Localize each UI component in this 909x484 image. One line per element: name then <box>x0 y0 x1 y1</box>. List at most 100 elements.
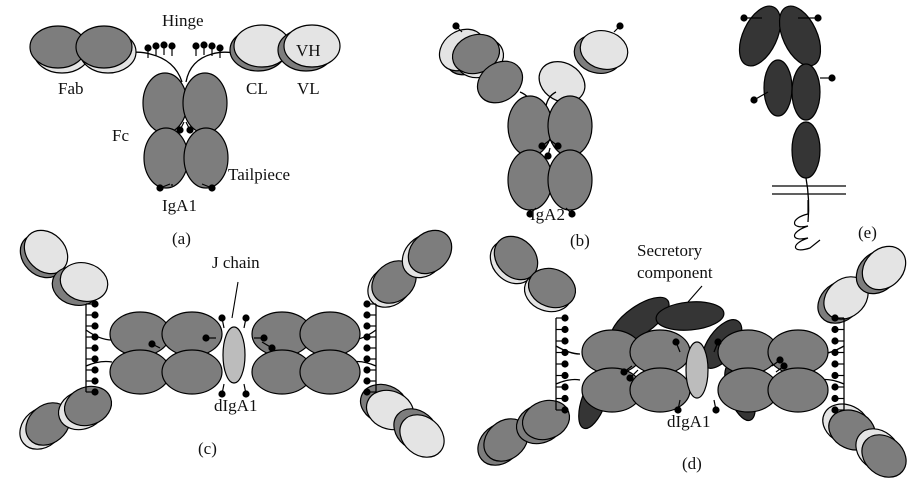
d-hinge-right-glycan <box>831 314 839 322</box>
label-cl: CL <box>246 79 268 98</box>
b-fab-glycan <box>452 22 460 30</box>
e-glycan <box>750 96 758 104</box>
a-fc-domain <box>142 72 188 134</box>
b-fc-glycan <box>538 142 546 150</box>
d-tail-glycan <box>780 362 788 370</box>
c-tail-glycan <box>218 314 226 322</box>
a-fab-right-light-domain <box>283 24 341 68</box>
a-hinge-glycan <box>208 42 216 50</box>
d-fc-domain <box>629 367 691 413</box>
d-hinge-right-glycan <box>831 360 839 368</box>
c-hinge-right-glycan <box>363 300 371 308</box>
d-hinge-right-glycan <box>831 371 839 380</box>
a-fab-left-heavy-domain <box>75 25 133 69</box>
d-tail-glycan <box>776 356 784 364</box>
e-d1-domain <box>738 5 782 67</box>
c-tail-glycan <box>148 340 156 348</box>
label-fc: Fc <box>112 126 129 145</box>
d-hinge-left-glycan <box>561 360 569 368</box>
d-fc-domain <box>767 367 829 413</box>
d-hinge-left-glycan <box>561 325 569 334</box>
c-j-chain <box>222 326 246 384</box>
label-fab: Fab <box>58 79 84 98</box>
d-hinge-left-glycan <box>561 314 569 322</box>
c-tail-glycan <box>202 334 210 342</box>
e-glycan <box>828 74 836 82</box>
label-j-chain: J chain <box>212 253 260 272</box>
d-fab-tl-heavy-domain <box>527 267 577 309</box>
d-secretory-leader <box>687 285 703 303</box>
b-fab-right-light-domain <box>579 30 629 70</box>
c-hinge-left-glycan <box>91 377 99 385</box>
a-hinge-glycan <box>144 44 152 52</box>
label-secretory: Secretory <box>637 241 703 260</box>
b-fc-glycan <box>544 152 552 160</box>
d-hinge-right-glycan <box>831 383 839 391</box>
d-hinge-right-glycan <box>831 394 839 403</box>
d-tail-glycan <box>672 338 680 346</box>
c-fab-bl-heavy-domain <box>63 385 113 427</box>
b-tailpiece-glycan <box>526 210 534 218</box>
d-secretory-domain <box>655 301 725 331</box>
c-fab-br-light-domain <box>399 414 445 458</box>
panel-label-d: (d) <box>682 454 702 473</box>
a-hinge-glycan <box>152 42 160 50</box>
c-hinge-right-glycan <box>363 366 371 374</box>
a-hinge-glycan <box>200 41 208 49</box>
d-tail-glycan <box>714 338 722 346</box>
c-hinge-right-glycan <box>363 344 371 352</box>
e-glycan <box>740 14 748 22</box>
e-d3-domain <box>763 59 793 117</box>
a-hinge-glycan <box>192 42 200 50</box>
a-fc-domain <box>143 127 189 189</box>
panel-label-e: (e) <box>858 223 877 242</box>
d-hinge-link <box>555 378 581 385</box>
a-hinge-glycan <box>216 44 224 52</box>
d-hinge-left-glycan <box>561 371 569 380</box>
d-hinge-left-glycan <box>561 394 569 403</box>
c-hinge-right-glycan <box>363 355 371 363</box>
label-hinge: Hinge <box>162 11 204 30</box>
c-fc-domain <box>109 349 171 395</box>
a-tailpiece-glycan <box>156 184 164 192</box>
d-fab-br-heavy-domain <box>861 434 907 478</box>
d-hinge-link <box>555 345 581 355</box>
a-hinge-glycan <box>168 42 176 50</box>
c-fab-tr-heavy-domain <box>407 229 453 275</box>
a-fc-domain <box>182 72 228 134</box>
c-hinge-left-glycan <box>91 388 99 396</box>
e-d4-domain <box>791 63 821 121</box>
b-hinge-right <box>545 91 557 107</box>
a-hinge-glycan <box>160 41 168 49</box>
d-hinge-left-glycan <box>561 406 569 414</box>
c-hinge-right-glycan <box>363 311 371 319</box>
c-tail-glycan <box>242 314 250 322</box>
a-fc-glycan <box>176 126 184 134</box>
d-tail-glycan <box>712 406 720 414</box>
e-d2-domain <box>778 5 822 67</box>
panel-label-b: (b) <box>570 231 590 250</box>
label-vh: VH <box>296 41 321 60</box>
c-hinge-link <box>85 360 113 367</box>
a-fc-glycan <box>186 126 194 134</box>
c-hinge-link <box>85 329 113 341</box>
c-hinge-left-glycan <box>91 366 99 374</box>
label-digA1-c: dIgA1 <box>214 396 257 415</box>
d-tail-glycan <box>674 406 682 414</box>
e-glycan <box>814 14 822 22</box>
b-fab-right-light-domain <box>538 61 586 103</box>
b-fc-domain <box>507 149 553 211</box>
d-tail-glycan <box>620 368 628 376</box>
e-cytoplasmic-coil <box>793 200 821 251</box>
c-hinge-left-glycan <box>91 322 99 330</box>
label-iga2: IgA2 <box>530 205 565 224</box>
d-hinge-left-glycan <box>561 383 569 391</box>
e-d5-domain <box>791 121 821 179</box>
c-j-chain-leader <box>231 281 239 319</box>
c-tail-glycan <box>242 390 250 398</box>
c-hinge-right-glycan <box>363 377 371 385</box>
c-hinge-right-glycan <box>363 322 371 330</box>
d-hinge-right-glycan <box>831 325 839 334</box>
label-digA1-d: dIgA1 <box>667 412 710 431</box>
